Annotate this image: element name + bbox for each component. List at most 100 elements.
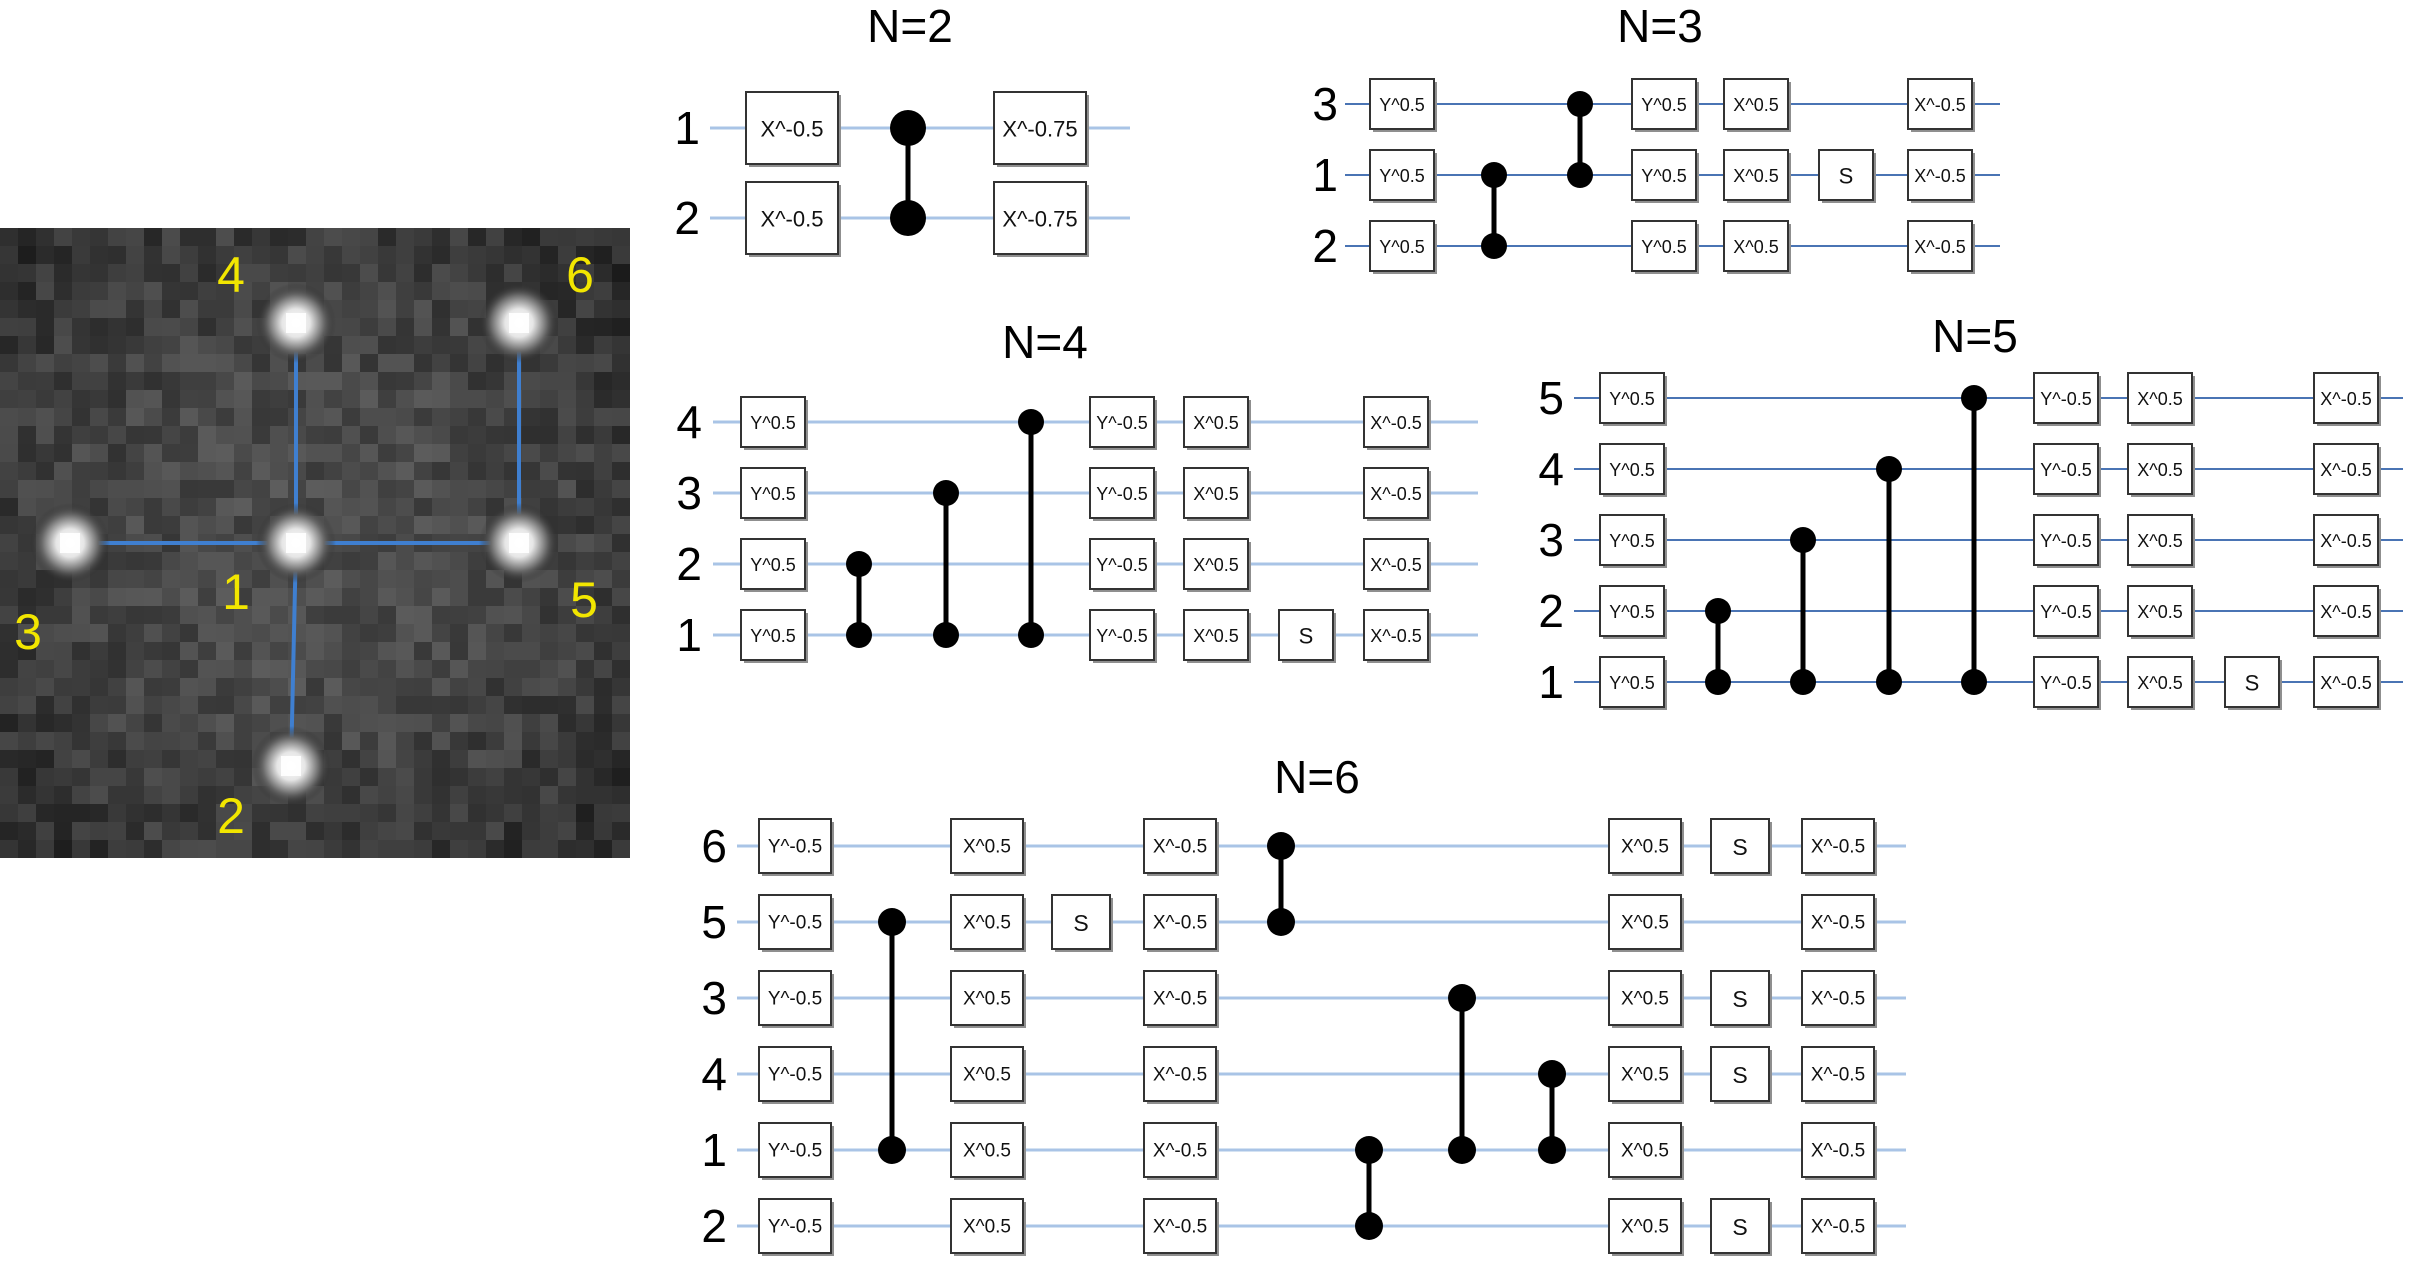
gate-label: X^-0.5 bbox=[2320, 389, 2371, 409]
gate-label: X^0.5 bbox=[1193, 626, 1238, 646]
gate-label: X^-0.5 bbox=[1153, 989, 1207, 1010]
control-dot bbox=[1790, 527, 1816, 553]
gate-label: X^0.5 bbox=[1733, 237, 1778, 257]
gate-label: X^-0.5 bbox=[761, 117, 824, 142]
controlled-z-gate bbox=[1705, 598, 1731, 695]
control-dot bbox=[1705, 669, 1731, 695]
gate-label: Y^0.5 bbox=[1609, 531, 1654, 551]
rotation-gate: Y^-0.5 bbox=[1089, 467, 1157, 521]
gate-label: Y^-0.5 bbox=[768, 1141, 822, 1162]
rotation-gate: X^0.5 bbox=[1608, 818, 1684, 876]
gate-label: X^-0.5 bbox=[2320, 531, 2371, 551]
gate-label: Y^0.5 bbox=[1379, 166, 1424, 186]
gate-label: X^0.5 bbox=[1193, 555, 1238, 575]
control-dot bbox=[1961, 669, 1987, 695]
rotation-gate: Y^0.5 bbox=[1631, 78, 1699, 132]
gate-label: S bbox=[1299, 624, 1314, 649]
rotation-gate: Y^0.5 bbox=[1369, 149, 1437, 203]
phase-gate-s: S bbox=[1818, 149, 1876, 203]
rotation-gate: X^-0.5 bbox=[745, 91, 841, 167]
rotation-gate: X^-0.5 bbox=[1907, 220, 1975, 274]
gate-label: X^0.5 bbox=[963, 913, 1011, 934]
qubit-label: 3 bbox=[701, 972, 727, 1024]
rotation-gate: X^-0.5 bbox=[1363, 467, 1431, 521]
gate-label: X^0.5 bbox=[1621, 1065, 1669, 1086]
rotation-gate: X^-0.5 bbox=[2313, 656, 2381, 710]
atom-label-5: 5 bbox=[570, 572, 598, 628]
controlled-z-gate bbox=[1790, 527, 1816, 695]
rotation-gate: X^0.5 bbox=[950, 818, 1026, 876]
gate-label: Y^-0.5 bbox=[1096, 484, 1147, 504]
rotation-gate: X^-0.5 bbox=[1801, 1046, 1877, 1104]
rotation-gate: X^0.5 bbox=[950, 970, 1026, 1028]
gate-label: Y^-0.5 bbox=[2040, 673, 2091, 693]
gate-label: X^-0.5 bbox=[2320, 460, 2371, 480]
control-dot bbox=[890, 200, 926, 236]
control-dot bbox=[1448, 1136, 1476, 1164]
control-dot bbox=[1481, 162, 1507, 188]
rotation-gate: Y^0.5 bbox=[1369, 220, 1437, 274]
gate-label: S bbox=[1839, 164, 1854, 189]
rotation-gate: Y^0.5 bbox=[740, 467, 808, 521]
gate-label: S bbox=[1732, 986, 1747, 1012]
qubit-label: 5 bbox=[1538, 372, 1564, 424]
control-dot bbox=[1267, 908, 1295, 936]
gate-label: X^0.5 bbox=[2137, 389, 2182, 409]
gate-label: Y^0.5 bbox=[1379, 237, 1424, 257]
rotation-gate: X^0.5 bbox=[1183, 538, 1251, 592]
phase-gate-s: S bbox=[2224, 656, 2282, 710]
rotation-gate: X^-0.5 bbox=[1363, 396, 1431, 450]
rotation-gate: X^-0.5 bbox=[2313, 443, 2381, 497]
rotation-gate: Y^0.5 bbox=[1599, 372, 1667, 426]
control-dot bbox=[1538, 1136, 1566, 1164]
control-dot bbox=[1448, 984, 1476, 1012]
controlled-z-gate bbox=[1448, 984, 1476, 1164]
qubit-label: 2 bbox=[701, 1200, 727, 1252]
gate-label: X^0.5 bbox=[1193, 413, 1238, 433]
phase-gate-s: S bbox=[1051, 894, 1113, 952]
rotation-gate: X^0.5 bbox=[950, 1122, 1026, 1180]
qubit-label: 2 bbox=[1312, 220, 1338, 272]
gate-label: X^-0.5 bbox=[2320, 602, 2371, 622]
gate-label: X^-0.5 bbox=[761, 207, 824, 232]
rotation-gate: X^-0.5 bbox=[745, 181, 841, 257]
qubit-label: 5 bbox=[701, 896, 727, 948]
rotation-gate: Y^-0.5 bbox=[758, 1046, 834, 1104]
gate-label: S bbox=[1732, 1214, 1747, 1240]
rotation-gate: X^0.5 bbox=[950, 1198, 1026, 1256]
gate-label: Y^-0.5 bbox=[2040, 602, 2091, 622]
control-dot bbox=[1355, 1212, 1383, 1240]
atom-label-6: 6 bbox=[566, 247, 594, 303]
controlled-z-gate bbox=[1961, 385, 1987, 695]
rotation-gate: X^0.5 bbox=[2127, 372, 2195, 426]
circuit-title: N=2 bbox=[867, 0, 953, 52]
control-dot bbox=[1961, 385, 1987, 411]
gate-label: Y^0.5 bbox=[1609, 673, 1654, 693]
gate-label: X^-0.5 bbox=[1811, 1065, 1865, 1086]
gate-label: Y^-0.5 bbox=[768, 913, 822, 934]
rotation-gate: X^-0.5 bbox=[2313, 372, 2381, 426]
gate-label: X^0.5 bbox=[963, 837, 1011, 858]
control-dot bbox=[878, 1136, 906, 1164]
rotation-gate: Y^0.5 bbox=[740, 609, 808, 663]
controlled-z-gate bbox=[1267, 832, 1295, 936]
rotation-gate: Y^0.5 bbox=[1599, 585, 1667, 639]
rotation-gate: X^-0.5 bbox=[1143, 894, 1219, 952]
gate-label: Y^-0.5 bbox=[768, 1065, 822, 1086]
controlled-z-gate bbox=[878, 908, 906, 1164]
control-dot bbox=[846, 551, 872, 577]
control-dot bbox=[1481, 233, 1507, 259]
rotation-gate: Y^-0.5 bbox=[2033, 372, 2101, 426]
rotation-gate: Y^-0.5 bbox=[758, 970, 834, 1028]
rotation-gate: X^-0.5 bbox=[1801, 1198, 1877, 1256]
gate-label: S bbox=[1073, 910, 1088, 936]
atom-label-3: 3 bbox=[14, 604, 42, 660]
rotation-gate: Y^-0.5 bbox=[758, 818, 834, 876]
gate-label: X^0.5 bbox=[2137, 460, 2182, 480]
gate-label: S bbox=[1732, 1062, 1747, 1088]
rotation-gate: X^0.5 bbox=[1183, 467, 1251, 521]
circuit-title: N=6 bbox=[1274, 751, 1360, 803]
rotation-gate: Y^-0.5 bbox=[758, 1122, 834, 1180]
rotation-gate: Y^0.5 bbox=[740, 396, 808, 450]
